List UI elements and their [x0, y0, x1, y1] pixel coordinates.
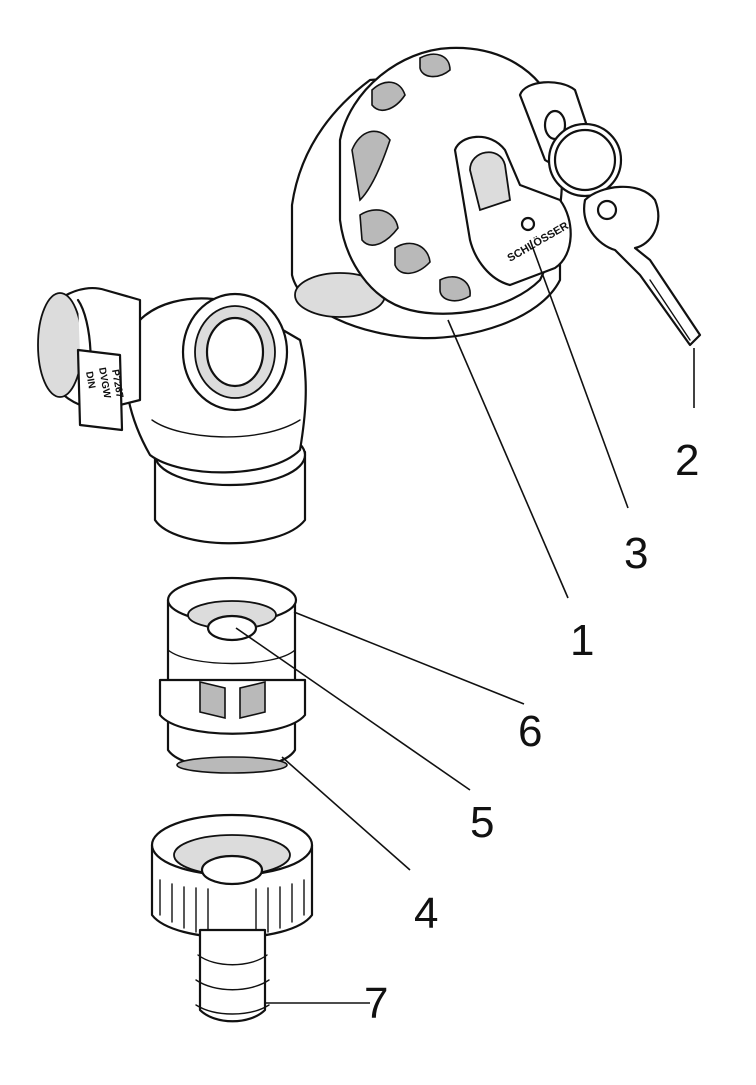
leader-5	[235, 627, 471, 791]
hose-fitting	[150, 813, 314, 1023]
lock-cap	[290, 46, 572, 340]
connector-assembly	[158, 576, 307, 774]
callout-1: 1	[570, 616, 594, 665]
callout-3: 3	[624, 529, 648, 578]
leader-lines	[235, 239, 695, 1004]
marking-dvgw: DVGW	[96, 367, 112, 400]
marking-p7267: P7267	[109, 369, 125, 400]
leader-6	[293, 611, 525, 705]
valve-body	[37, 287, 307, 545]
key-set	[518, 81, 702, 347]
callout-6: 6	[518, 707, 542, 756]
callout-5: 5	[470, 798, 494, 847]
callout-2: 2	[675, 436, 699, 485]
leader-1	[447, 319, 569, 599]
marking-din: DIN	[83, 371, 97, 390]
leader-3	[529, 239, 629, 509]
leader-4	[281, 756, 411, 871]
callout-7: 7	[364, 979, 388, 1028]
callout-4: 4	[414, 889, 438, 938]
callout-labels: 1 2 3 4 5 6 7	[364, 436, 699, 1028]
